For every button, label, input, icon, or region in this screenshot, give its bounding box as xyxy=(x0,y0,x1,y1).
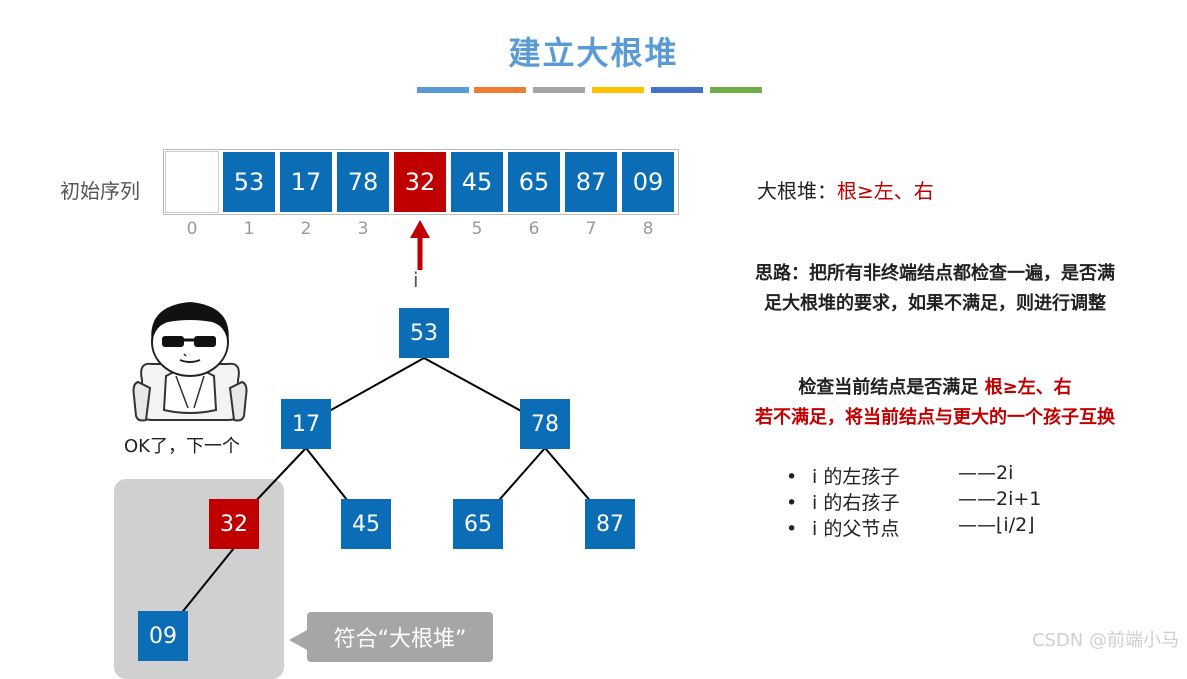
bullet-icon: • xyxy=(786,518,798,540)
bullet-icon: • xyxy=(786,492,798,514)
array-cell: 78 xyxy=(336,151,390,213)
idea-line-1: 思路：把所有非终端结点都检查一遍，是否满 xyxy=(755,263,1115,284)
heap-rule-condition: 根≥左、右 xyxy=(837,179,934,203)
array-cell: 53 xyxy=(222,151,276,213)
array-cell: 45 xyxy=(450,151,504,213)
bullet-icon: • xyxy=(786,466,798,488)
array-index: 8 xyxy=(642,219,654,239)
heap-rule-prefix: 大根堆： xyxy=(757,179,837,203)
array-frame xyxy=(163,149,679,215)
title-stripe xyxy=(710,87,762,93)
formula-value: ——⌊i/2⌋ xyxy=(958,514,1035,536)
array-cell: 65 xyxy=(507,151,561,213)
tree-node: 32 xyxy=(209,499,259,549)
page-title: 建立大根堆 xyxy=(508,34,679,72)
meme-character-icon xyxy=(132,302,248,422)
callout-label: 符合“大根堆” xyxy=(307,612,493,662)
check-line-1-condition: 根≥左、右 xyxy=(984,377,1072,398)
check-line-2: 若不满足，将当前结点与更大的一个孩子互换 xyxy=(755,407,1115,428)
check-paragraph: 检查当前结点是否满足 根≥左、右 若不满足，将当前结点与更大的一个孩子互换 xyxy=(700,373,1170,433)
title-stripe xyxy=(533,87,585,93)
tree-node: 65 xyxy=(453,499,503,549)
array-index: 0 xyxy=(186,219,198,239)
title-stripe xyxy=(417,87,469,93)
tree-node: 09 xyxy=(138,611,188,661)
array-cell: 87 xyxy=(564,151,618,213)
array-cell: 32 xyxy=(393,151,447,213)
tree-node: 45 xyxy=(341,499,391,549)
pointer-arrow-icon xyxy=(410,220,430,270)
formula-label: i 的父节点 xyxy=(812,518,900,540)
tree-node: 53 xyxy=(399,308,449,358)
pointer-label: i xyxy=(413,268,419,292)
callout-tip xyxy=(289,630,307,650)
array-cell: 17 xyxy=(279,151,333,213)
title-stripe xyxy=(651,87,703,93)
check-line-1-prefix: 检查当前结点是否满足 xyxy=(798,377,985,398)
formula-item: • i 的左孩子 ——2i xyxy=(786,462,1013,489)
tree-node: 87 xyxy=(585,499,635,549)
title-stripe xyxy=(474,87,526,93)
tree-node: 78 xyxy=(520,399,570,449)
array-index: 2 xyxy=(300,219,312,239)
formula-item: • i 的父节点 ——⌊i/2⌋ xyxy=(786,514,1035,541)
watermark: CSDN @前端小马 xyxy=(1031,630,1179,651)
formula-label: i 的左孩子 xyxy=(812,466,900,488)
array-index: 6 xyxy=(528,219,540,239)
formula-value: ——2i+1 xyxy=(958,488,1042,510)
meme-caption: OK了，下一个 xyxy=(124,436,240,457)
idea-paragraph: 思路：把所有非终端结点都检查一遍，是否满 足大根堆的要求，如果不满足，则进行调整 xyxy=(700,259,1170,319)
formula-item: • i 的右孩子 ——2i+1 xyxy=(786,488,1041,515)
idea-line-2: 足大根堆的要求，如果不满足，则进行调整 xyxy=(764,293,1106,314)
array-index: 3 xyxy=(357,219,369,239)
array-label: 初始序列 xyxy=(60,179,140,203)
array-index: 7 xyxy=(585,219,597,239)
formula-label: i 的右孩子 xyxy=(812,492,900,514)
title-stripe xyxy=(592,87,644,93)
formula-value: ——2i xyxy=(958,462,1014,484)
array-index: 5 xyxy=(471,219,483,239)
array-index: 1 xyxy=(243,219,255,239)
tree-node: 17 xyxy=(281,399,331,449)
heap-rule: 大根堆：根≥左、右 xyxy=(757,175,934,204)
array-cell xyxy=(165,151,219,213)
array-cell: 09 xyxy=(621,151,675,213)
check-line-1: 检查当前结点是否满足 根≥左、右 xyxy=(700,373,1170,403)
